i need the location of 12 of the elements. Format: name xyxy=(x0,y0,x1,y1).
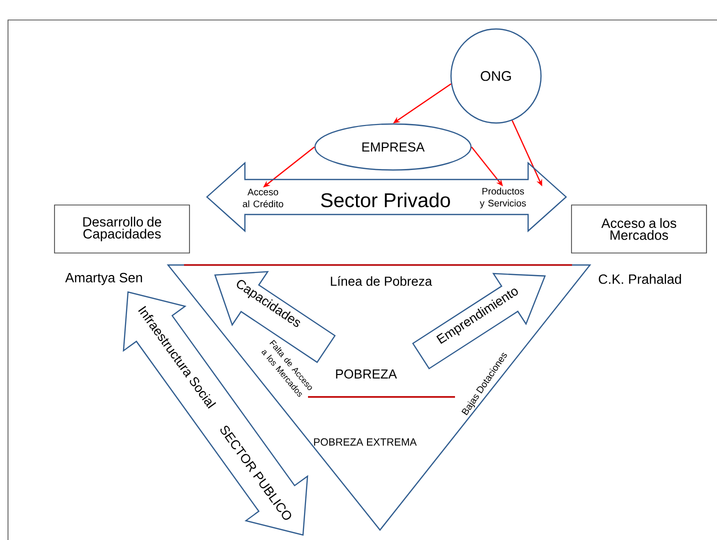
ellipse-node: EMPRESA xyxy=(314,123,472,171)
circle-node: ONG xyxy=(450,28,542,124)
arrow-text: Productos y Servicios xyxy=(480,188,526,208)
double-block-arrow xyxy=(206,162,567,232)
text-box: Acceso a los Mercados xyxy=(571,204,707,254)
arrow-text: Acceso al Crédito xyxy=(242,188,284,208)
triangle-text: POBREZA EXTREMA xyxy=(314,438,417,446)
text-box: Desarrollo de Capacidades xyxy=(54,204,190,254)
author-name: C.K. Prahalad xyxy=(598,274,681,284)
author-name: Amartya Sen xyxy=(65,272,142,286)
triangle-text: POBREZA xyxy=(336,369,397,379)
edge-label: Sector Privado xyxy=(321,192,450,208)
